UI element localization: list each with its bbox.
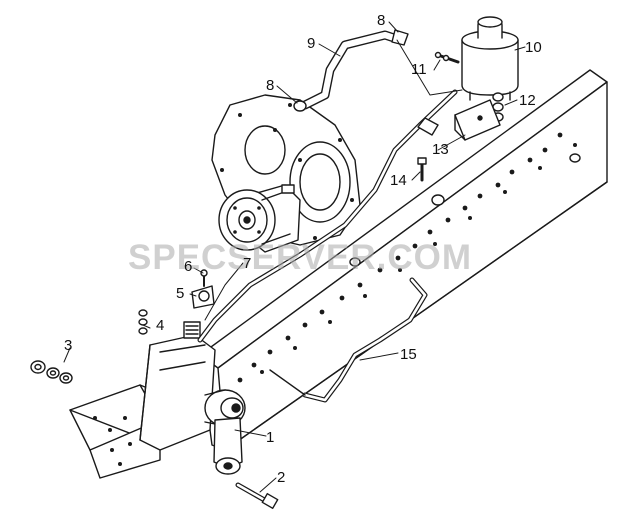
callout-14: 14 <box>390 172 407 189</box>
callout-12: 12 <box>519 92 536 109</box>
bolt-14 <box>417 157 427 182</box>
mounting-bolt <box>235 482 279 510</box>
suction-hose <box>293 29 409 112</box>
callout-13: 13 <box>432 141 449 158</box>
nut-washer-set-4 <box>138 309 148 335</box>
bolt-set-11 <box>434 51 460 64</box>
callout-11: 11 <box>411 61 427 78</box>
clamp-bracket <box>191 269 215 309</box>
callout-8-upper: 8 <box>377 12 386 29</box>
callout-6: 6 <box>184 258 193 275</box>
callout-1: 1 <box>266 429 275 446</box>
frame-holes <box>237 132 577 383</box>
power-steering-pump <box>218 184 301 253</box>
callout-4: 4 <box>156 317 165 334</box>
return-line <box>269 277 428 403</box>
callout-15: 15 <box>400 346 417 363</box>
callout-3: 3 <box>64 337 73 354</box>
watermark: SPECSERVER.COM <box>128 238 472 277</box>
leader-lines <box>63 21 526 493</box>
callout-2: 2 <box>277 469 286 486</box>
callout-10: 10 <box>525 39 542 56</box>
pressure-hose <box>197 89 458 343</box>
nut-washer-set-3 <box>30 360 73 384</box>
callout-7: 7 <box>243 255 252 272</box>
reservoir <box>461 16 519 101</box>
callout-9: 9 <box>307 35 316 52</box>
callout-5: 5 <box>176 285 185 302</box>
steering-gear <box>139 321 246 451</box>
pitman-arm <box>213 417 243 475</box>
callout-8-lower: 8 <box>266 77 275 94</box>
